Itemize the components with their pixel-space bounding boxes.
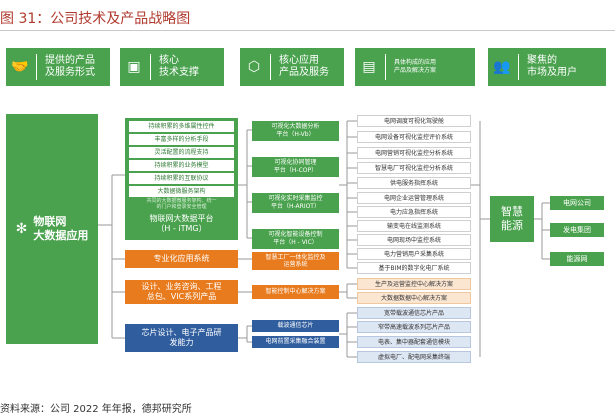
platform-item: 持续积累的多维属性控件 — [129, 121, 234, 132]
header-core-apps: ⬡ 核心应用 产品及服务 — [240, 48, 344, 86]
platform-item: 丰富多样的分析手段 — [129, 134, 234, 145]
market-grid-company: 电网公司 — [550, 196, 604, 210]
solution-item: 供电服务指挥系统 — [357, 177, 471, 189]
header-products-services: 🤝 提供的产品 及服务形式 — [6, 48, 110, 86]
solution-item: 电网营销可视化监控分析系统 — [357, 147, 471, 159]
solution-item-blue: 虚拟电厂、配电网采集终端 — [357, 351, 471, 363]
solution-item: 电网企业运营管理系统 — [357, 192, 471, 204]
chip-design-box: 芯片设计、电子产品研 发能力 — [125, 324, 238, 352]
platform-h-cop: 可视化协同管理 平台（H-COP） — [252, 157, 339, 177]
solution-item: 电网调度可视化驾驶舱 — [357, 115, 471, 127]
platform-note: 共同的大数据微服务架构、统一 的门户和登录安全管理 — [146, 198, 217, 210]
solution-item-orange: 大数据数据中心解决方案 — [357, 292, 471, 304]
iot-label: 物联网 大数据应用 — [33, 215, 89, 242]
people-icon: 👥 — [493, 59, 511, 75]
solution-item-blue: 窄带高速载波系列芯片产品 — [357, 321, 471, 333]
cube-icon: ⬡ — [247, 59, 261, 75]
solution-item: 电网现场中监控系统 — [357, 234, 471, 246]
design-consulting-box: 设计、业务咨询、工程 总包、VIC系列产品 — [125, 280, 238, 304]
header-label: 聚焦的 市场及用户 — [527, 55, 577, 78]
title-divider — [0, 30, 615, 31]
network-icon: ✻ — [15, 221, 28, 237]
solution-item-blue: 电表、集中器配套通信模块 — [357, 336, 471, 348]
iot-big-data-app: ✻ 物联网 大数据应用 — [6, 114, 98, 344]
platform-h-vb: 可视化大数据分析 平台（H-Vb） — [252, 121, 339, 141]
market-power-group: 发电集团 — [550, 223, 604, 237]
smart-energy-box: 智慧 能源 — [490, 196, 534, 242]
platform-item: 大数据微服务架构 — [129, 186, 234, 197]
platform-item: 持续积累的互联协议 — [129, 173, 234, 184]
specialized-app-system: 专业化应用系统 — [125, 250, 238, 268]
platform-item: 持续积累的业务模型 — [129, 160, 234, 171]
solution-item: 电网设备可视化监控评价系统 — [357, 131, 471, 143]
solution-item: 智慧电厂可视化监控分析系统 — [357, 162, 471, 174]
documents-icon: ▤ — [362, 59, 376, 75]
solution-item-orange: 生产及运营监控中心解决方案 — [357, 278, 471, 290]
header-core-tech: ▣ 核心 技术支撑 — [120, 48, 224, 86]
figure-title: 图 31：公司技术及产品战略图 — [0, 11, 191, 27]
source-note: 资料来源：公司 2022 年年报，德邦研究所 — [0, 404, 192, 415]
solution-item: 电力营销用户采集系统 — [357, 248, 471, 260]
market-energy-network: 能源网 — [550, 252, 604, 266]
solution-item: 基于BIM的数字化电厂系统 — [357, 262, 471, 274]
header-markets: 👥 聚焦的 市场及用户 — [488, 48, 606, 86]
header-label: 具体构成的应用 产品及解决方案 — [394, 59, 437, 74]
header-label: 核心应用 产品及服务 — [279, 55, 329, 78]
platform-item: 灵活配置的流程支持 — [129, 147, 234, 158]
chip-icon: ▣ — [127, 59, 141, 75]
header-label: 核心 技术支撑 — [159, 55, 199, 78]
platform-title: 物联网大数据平台 （H - iTMG） — [149, 214, 214, 233]
smart-factory-system: 智慧工厂一体化监控及 运营系统 — [252, 252, 339, 270]
platform-h-ariot: 可视化实时采集监控 平台（H-ARIOT） — [252, 193, 339, 213]
smart-control-center: 智能控制中心解决方案 — [252, 285, 339, 299]
handshake-icon: 🤝 — [11, 59, 29, 75]
header-label: 提供的产品 及服务形式 — [45, 55, 95, 78]
header-solutions: ▤ 具体构成的应用 产品及解决方案 — [355, 48, 475, 86]
solution-item: 电力应急指挥系统 — [357, 206, 471, 218]
platform-h-vic: 可视化智能设备控制 平台（H - VIC） — [252, 229, 339, 249]
solution-item: 输变电在线监测系统 — [357, 220, 471, 232]
grid-front-device: 电网前置采集融合装置 — [252, 336, 339, 348]
carrier-chip: 载波通信芯片 — [252, 320, 339, 332]
solution-item-blue: 宽带载波通信芯片产品 — [357, 307, 471, 319]
